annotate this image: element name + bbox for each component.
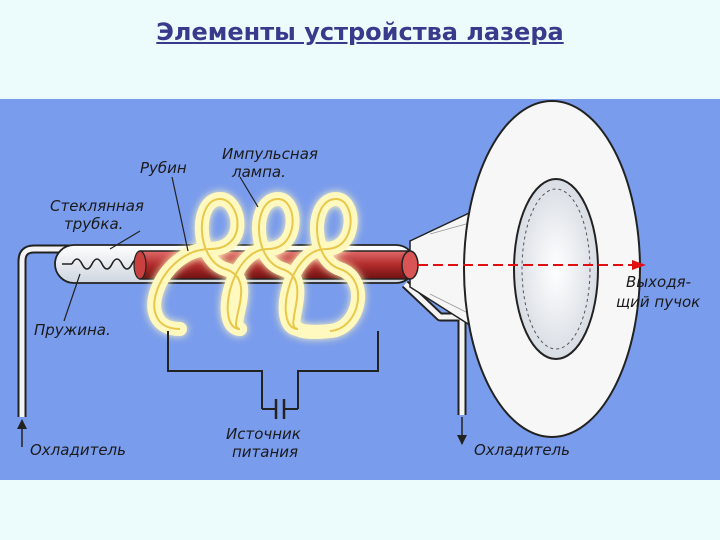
label-flash-lamp-line2: лампа. (231, 163, 286, 181)
label-glass-tube-line2: трубка. (64, 215, 123, 233)
label-spring: Пружина. (34, 321, 111, 339)
label-output-beam-line1: Выходя- (626, 273, 691, 291)
label-glass-tube-line1: Стеклянная (50, 197, 144, 215)
label-flash-lamp-line1: Импульсная (222, 145, 318, 163)
reflector-dish (464, 101, 640, 437)
label-ruby: Рубин (140, 159, 187, 177)
label-power-source-line1: Источник (226, 425, 301, 443)
laser-diagram: Импульсная лампа. Рубин Стеклянная трубк… (0, 99, 720, 480)
label-coolant-left: Охладитель (30, 441, 126, 459)
label-coolant-right: Охладитель (474, 441, 570, 459)
slide-title: Элементы устройства лазера (0, 18, 720, 46)
label-output-beam-line2: щий пучок (616, 293, 700, 311)
power-circuit (168, 331, 378, 419)
laser-diagram-panel: Импульсная лампа. Рубин Стеклянная трубк… (0, 99, 720, 480)
label-power-source-line2: питания (232, 443, 298, 461)
